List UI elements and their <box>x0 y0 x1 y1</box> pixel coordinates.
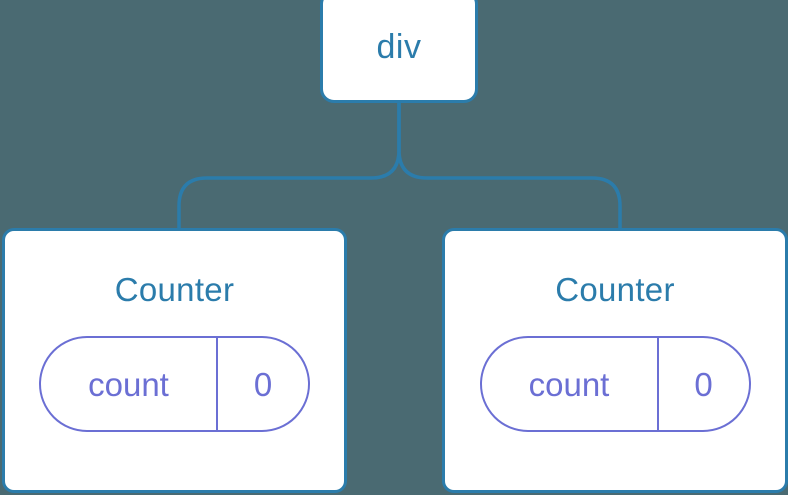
node-counter-left-label: Counter <box>114 271 235 308</box>
node-counter-right[interactable]: Counter count 0 <box>442 228 788 493</box>
state-pill-right[interactable]: count 0 <box>479 336 751 432</box>
node-div-label: div <box>376 27 422 66</box>
state-value-left: 0 <box>216 338 308 430</box>
state-key-left: count <box>88 365 169 403</box>
state-value-right: 0 <box>656 338 749 430</box>
node-counter-left[interactable]: Counter count 0 <box>2 228 347 493</box>
node-counter-right-label: Counter <box>555 271 675 308</box>
state-pill-left[interactable]: count 0 <box>39 336 310 432</box>
state-key-right: count <box>528 365 610 403</box>
node-div[interactable]: div <box>320 0 478 103</box>
